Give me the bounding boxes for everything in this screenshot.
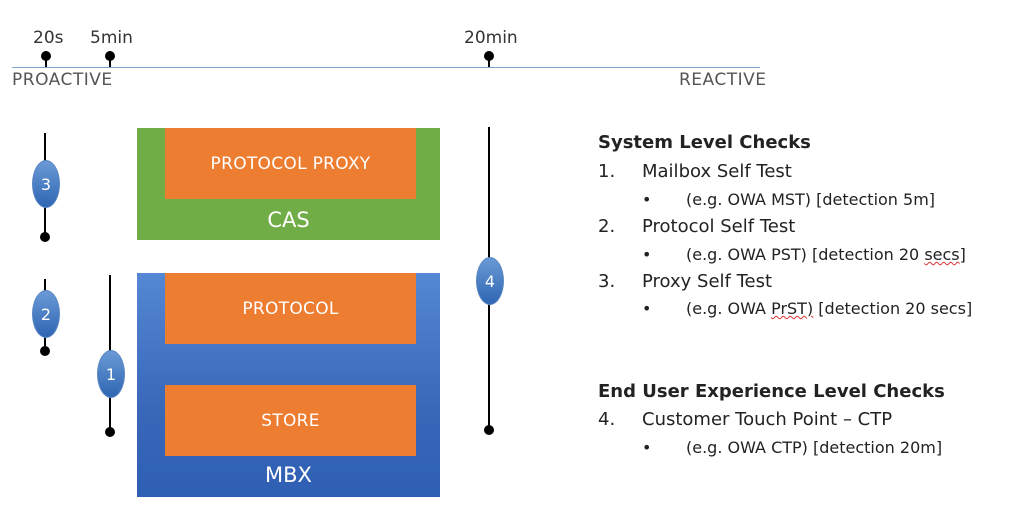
item-number: 2.	[598, 216, 616, 237]
probe-3-oval: 3	[32, 160, 60, 208]
timeline-tick-20s	[45, 56, 47, 67]
protocol-proxy-box: PROTOCOL PROXY	[165, 128, 416, 199]
store-box: STORE	[165, 385, 416, 456]
bullet: •	[642, 299, 652, 318]
probe-3-endpoint	[40, 232, 50, 242]
item-label: Proxy Self Test	[642, 271, 773, 292]
item-number: 4.	[598, 409, 616, 430]
timeline-marker-20s: 20s	[33, 28, 64, 48]
detail-text: (e.g. OWA	[686, 299, 772, 318]
detail-text-end: [detection 20 secs]	[813, 299, 973, 318]
bullet: •	[642, 438, 652, 457]
user-checks-heading: End User Experience Level Checks	[598, 381, 945, 402]
detail-text-flagged: PrST)	[771, 299, 814, 318]
protocol-box: PROTOCOL	[165, 273, 416, 344]
timeline-tick-5min	[109, 56, 111, 67]
system-check-detail: • (e.g. OWA PrST) [detection 20 secs]	[642, 299, 972, 318]
cas-label: CAS	[267, 208, 310, 232]
system-check-item: 1. Mailbox Self Test	[598, 161, 792, 182]
item-label: Protocol Self Test	[642, 216, 796, 237]
timeline-left-end-label: PROACTIVE	[12, 70, 113, 90]
bullet: •	[642, 190, 652, 209]
probe-1-endpoint	[105, 427, 115, 437]
detail-text-end: ]	[959, 245, 966, 264]
detail-text: (e.g. OWA CTP) [detection 20m]	[686, 438, 943, 457]
timeline-tick-20min	[488, 56, 490, 67]
system-check-item: 2. Protocol Self Test	[598, 216, 795, 237]
probe-2-endpoint	[40, 346, 50, 356]
system-check-detail: • (e.g. OWA MST) [detection 5m]	[642, 190, 935, 209]
mbx-box: PROTOCOL STORE MBX	[137, 273, 440, 497]
item-number: 3.	[598, 271, 616, 292]
mbx-label: MBX	[265, 463, 312, 487]
detail-text: (e.g. OWA PST) [detection 20	[686, 245, 925, 264]
system-checks-heading: System Level Checks	[598, 132, 811, 153]
probe-2-oval: 2	[32, 290, 60, 338]
user-check-detail: • (e.g. OWA CTP) [detection 20m]	[642, 438, 942, 457]
user-check-item: 4. Customer Touch Point – CTP	[598, 409, 892, 430]
detail-text-flagged: secs	[924, 245, 960, 264]
timeline-marker-5min: 5min	[90, 28, 133, 48]
item-number: 1.	[598, 161, 616, 182]
probe-4-oval: 4	[476, 257, 504, 305]
timeline-axis	[12, 67, 760, 68]
timeline-right-end-label: REACTIVE	[679, 70, 767, 90]
probe-1-oval: 1	[97, 350, 125, 398]
probe-4-endpoint	[484, 425, 494, 435]
detail-text: (e.g. OWA MST) [detection 5m]	[686, 190, 936, 209]
item-label: Mailbox Self Test	[642, 161, 792, 182]
item-label: Customer Touch Point – CTP	[642, 409, 893, 430]
timeline-marker-20min: 20min	[464, 28, 518, 48]
system-check-detail: • (e.g. OWA PST) [detection 20 secs]	[642, 245, 966, 264]
cas-box: PROTOCOL PROXY CAS	[137, 128, 440, 240]
bullet: •	[642, 245, 652, 264]
system-check-item: 3. Proxy Self Test	[598, 271, 772, 292]
